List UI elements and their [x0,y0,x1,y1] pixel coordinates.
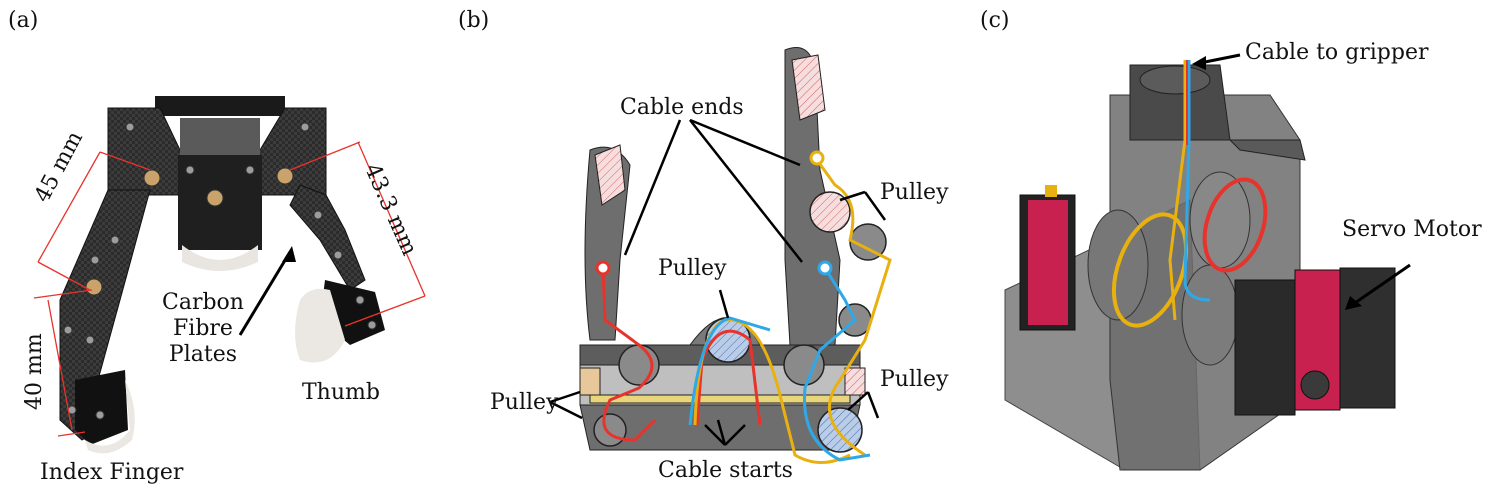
carbon-fibre-label: Carbon Fibre Plates [162,290,244,368]
pulley-label-left: Pulley [490,390,559,415]
panel-label-b: (b) [458,8,490,33]
panel-label-c: (c) [980,8,1010,33]
pulley-label-right-top: Pulley [880,180,949,205]
panel-label-a: (a) [8,8,39,33]
servo-motor-label: Servo Motor [1342,217,1482,242]
cable-to-gripper-label: Cable to gripper [1245,40,1429,65]
carbon-word: Carbon [162,290,244,315]
pulley-label-center: Pulley [658,256,727,281]
panel-c: (c) Cable to gripper Servo Motor [970,0,1500,497]
dimension-40mm: 40 mm [22,333,47,410]
thumb-label: Thumb [302,380,380,405]
cable-ends-label: Cable ends [620,95,744,120]
cable-routing-diagram [549,47,892,464]
pulley-label-right-bottom: Pulley [880,367,949,392]
gripper-photo [33,96,426,454]
panel-b: (b) Cable ends Pulley Pulley Pulley Pull… [440,0,970,497]
servo-assembly-render [1004,53,1411,471]
plates-word: Plates [168,342,238,367]
fibre-word: Fibre [173,316,233,341]
cable-starts-label: Cable starts [658,458,793,483]
panel-a: (a) 45 mm 43.3 mm 40 mm Carbon Fibre Pla… [0,0,440,497]
index-finger-label: Index Finger [40,460,184,485]
